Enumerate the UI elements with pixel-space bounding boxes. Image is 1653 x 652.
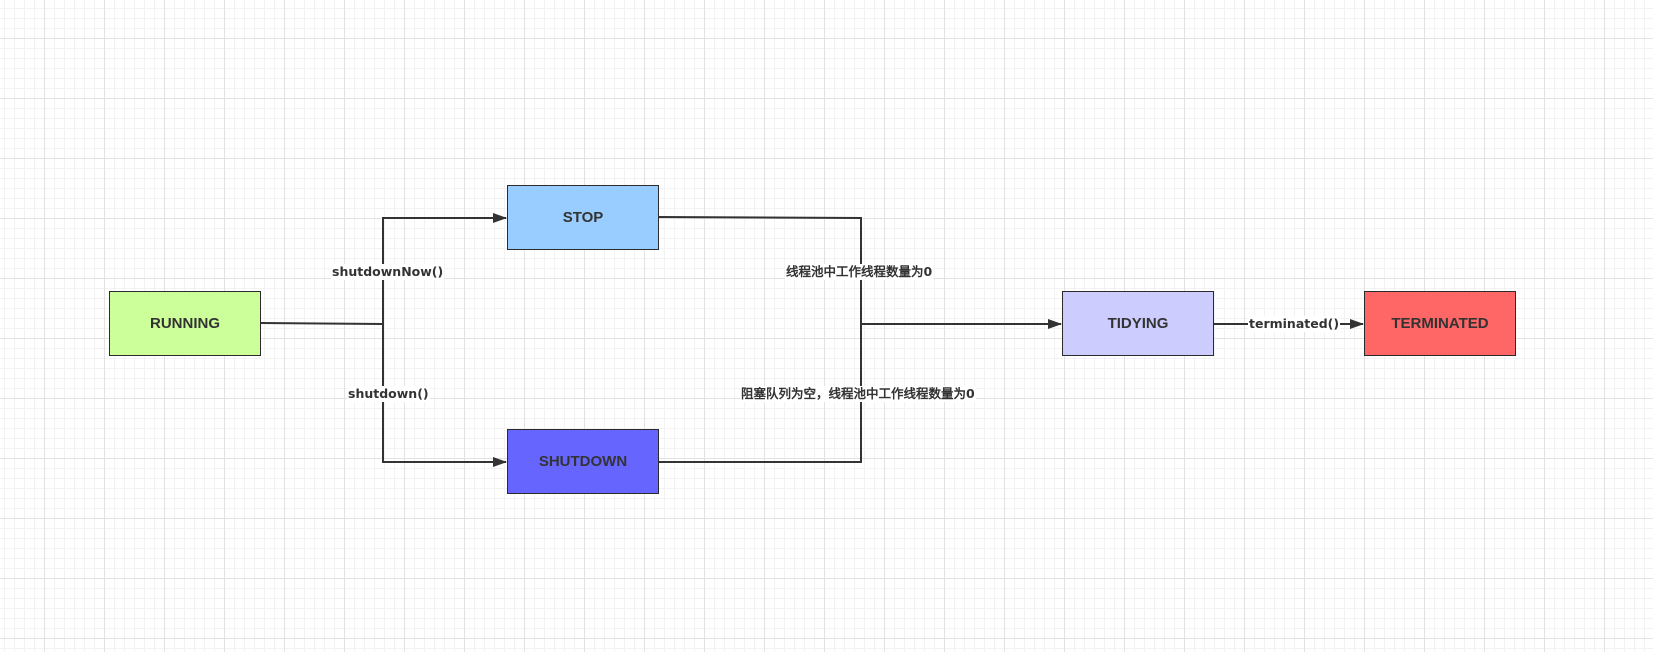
- node-terminated[interactable]: TERMINATED: [1364, 291, 1516, 356]
- node-stop[interactable]: STOP: [507, 185, 659, 250]
- edge-label-shutdown-to-tidying: 阻塞队列为空，线程池中工作线程数量为0: [740, 386, 976, 402]
- edge-running-trunk: [259, 322, 384, 325]
- edge-shutdown-to-merge: [659, 324, 862, 463]
- node-terminated-label: TERMINATED: [1391, 315, 1489, 332]
- node-running[interactable]: RUNNING: [109, 291, 261, 356]
- node-tidying[interactable]: TIDYING: [1062, 291, 1214, 356]
- node-tidying-label: TIDYING: [1107, 315, 1169, 332]
- edge-label-stop-to-tidying: 线程池中工作线程数量为0: [785, 264, 934, 280]
- edge-label-terminated: terminated(): [1248, 316, 1341, 332]
- edge-running-to-stop: [382, 213, 507, 324]
- edge-label-shutdown: shutdown(): [347, 386, 430, 402]
- node-shutdown[interactable]: SHUTDOWN: [507, 429, 659, 494]
- node-stop-label: STOP: [562, 209, 604, 226]
- node-running-label: RUNNING: [150, 315, 220, 332]
- node-shutdown-label: SHUTDOWN: [538, 453, 628, 470]
- edge-stop-to-merge: [658, 216, 862, 324]
- edge-label-shutdownnow: shutdownNow(): [331, 264, 445, 280]
- edge-running-to-shutdown: [382, 324, 507, 467]
